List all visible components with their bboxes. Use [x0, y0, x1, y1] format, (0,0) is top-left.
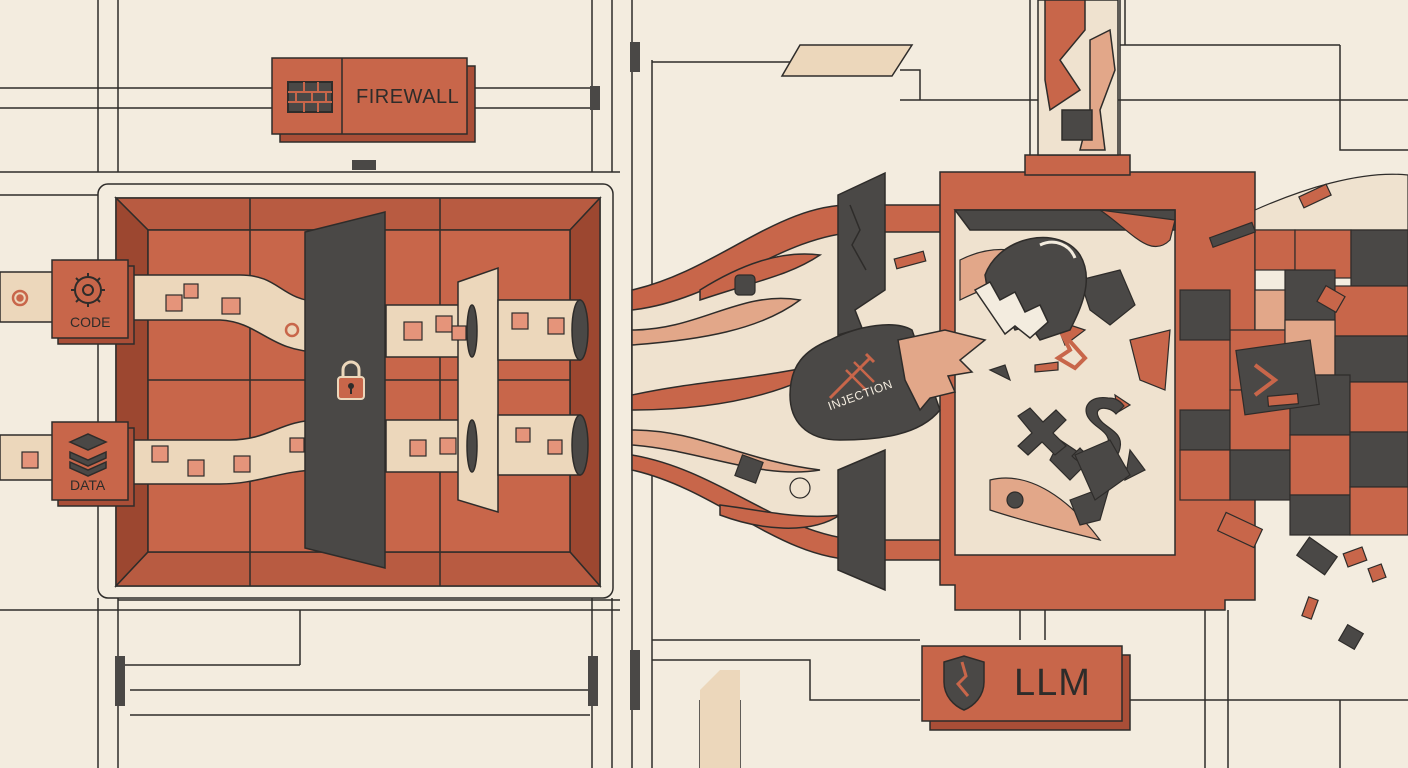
gear-icon [71, 273, 105, 307]
symbol-debris [1017, 269, 1136, 501]
tan-stripe [700, 670, 740, 768]
pixel-disintegration [1179, 173, 1408, 651]
data-source-box [51, 421, 135, 507]
data-label: DATA [70, 477, 106, 493]
small-gear-icon [11, 289, 300, 338]
firewall-wall [304, 211, 386, 569]
breach-panels [837, 171, 886, 592]
top-channel [1037, 0, 1119, 156]
llm-label-box [921, 645, 1131, 731]
padlock-icon [337, 360, 365, 400]
broken-shield-icon [943, 655, 985, 711]
firewall-label: FIREWALL [356, 86, 460, 108]
capsule-fragment [973, 236, 1088, 341]
code-source-box [51, 259, 135, 345]
code-label: CODE [70, 314, 111, 330]
inner-pipes [385, 266, 589, 514]
firewall-label-box [271, 57, 476, 143]
tan-tag [780, 44, 914, 77]
data-packets [21, 283, 565, 477]
llm-container [939, 154, 1256, 611]
llm-label: LLM [1014, 662, 1091, 704]
brick-wall-icon [287, 81, 333, 113]
connector-blocks [115, 42, 640, 710]
injection-capsule[interactable] [789, 324, 987, 441]
syringe-icon [828, 352, 876, 400]
database-stack-icon [68, 433, 108, 477]
